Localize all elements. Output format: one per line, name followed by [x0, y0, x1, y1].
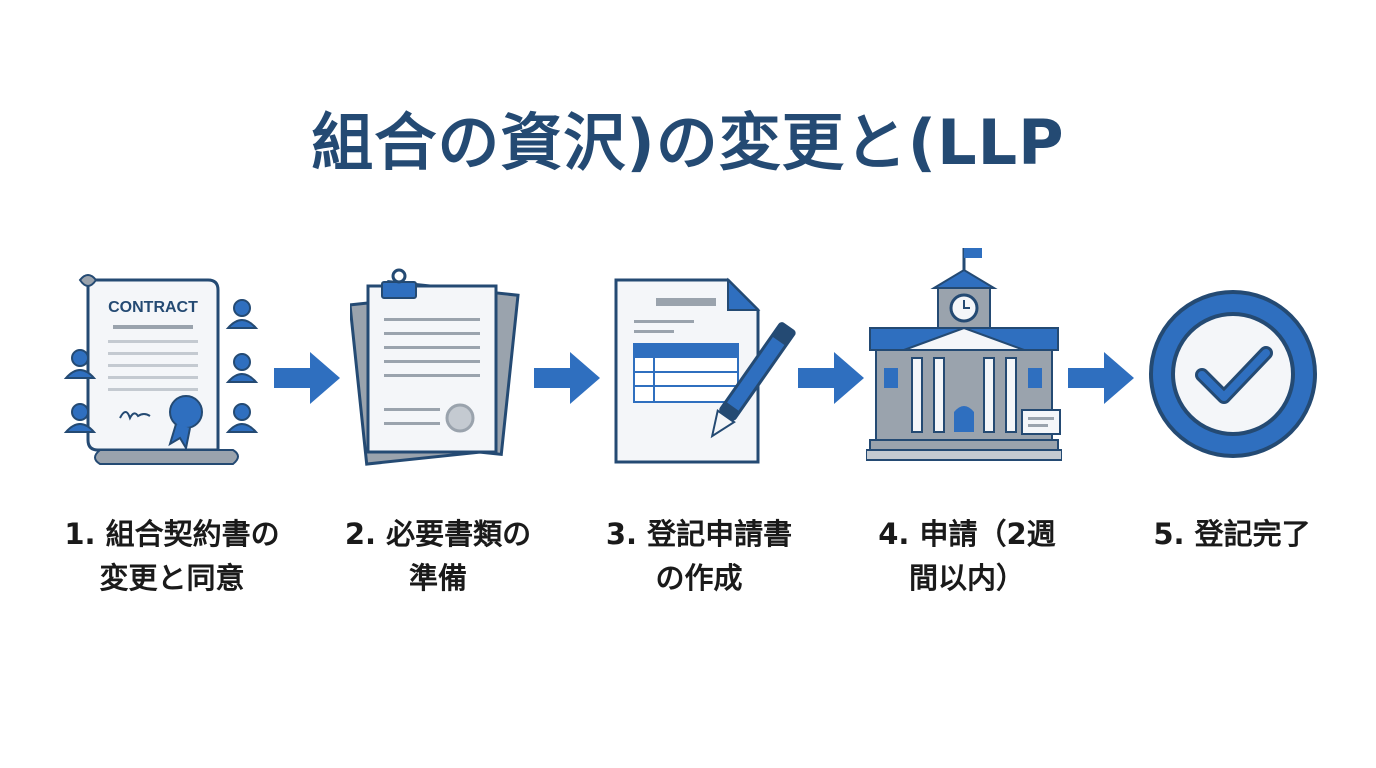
step-label-1: 1. 組合契約書の変更と同意 — [64, 517, 280, 595]
contract-icon: CONTRACT — [63, 274, 259, 465]
contract-word: CONTRACT — [108, 299, 198, 316]
flow-arrow — [534, 352, 600, 404]
step-label-2: 2. 必要書類の準備 — [344, 517, 532, 595]
flow-arrow — [274, 352, 340, 404]
government-building-icon — [866, 248, 1062, 461]
step-label-3: 3. 登記申請書の作成 — [605, 517, 793, 595]
page-title: 組合の資沢)の変更と(LLP — [311, 106, 1065, 179]
check-circle-icon — [1149, 290, 1317, 458]
flow-arrow — [1068, 352, 1134, 404]
step-label-5: 5. 登記完了 — [1153, 517, 1311, 551]
form-pen-icon — [614, 277, 796, 464]
flow-arrow — [798, 352, 864, 404]
documents-icon — [350, 268, 520, 466]
step-label-4: 4. 申請（2週間以内） — [878, 517, 1056, 595]
